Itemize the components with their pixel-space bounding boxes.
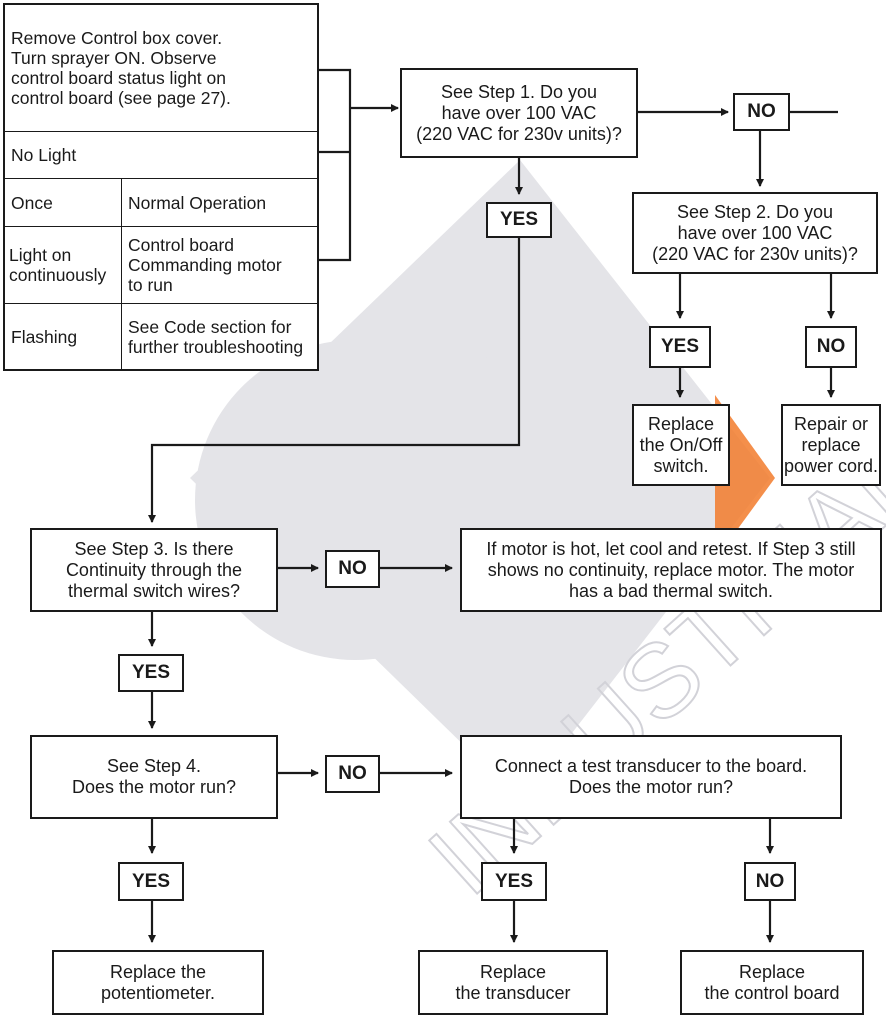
repair-cord-box: Repair or replace power cord. — [781, 404, 881, 486]
transducer-yes-label: YES — [481, 862, 547, 901]
step3-box: See Step 3. Is there Continuity through … — [30, 528, 278, 612]
status-row-continuous-meaning: Control board Commanding motor to run — [128, 235, 282, 295]
step2-box: See Step 2. Do you have over 100 VAC (22… — [632, 192, 878, 274]
status-table-intro: Remove Control box cover. Turn sprayer O… — [11, 28, 231, 108]
status-row-once-meaning: Normal Operation — [128, 192, 267, 213]
step4-box: See Step 4. Does the motor run? — [30, 735, 278, 819]
step4-no-label: NO — [325, 755, 380, 793]
step2-no-label: NO — [805, 326, 857, 368]
step1-no-label: NO — [733, 93, 790, 131]
step4-yes-label: YES — [118, 862, 184, 901]
replace-transducer-box: Replace the transducer — [418, 950, 608, 1015]
step2-yes-label: YES — [649, 326, 711, 368]
test-transducer-box: Connect a test transducer to the board. … — [460, 735, 842, 819]
transducer-no-label: NO — [744, 862, 796, 901]
motor-hot-box: If motor is hot, let cool and retest. If… — [460, 528, 882, 612]
status-row-continuous-light: Light on continuously — [9, 245, 107, 285]
status-light-table: Remove Control box cover. Turn sprayer O… — [3, 3, 319, 371]
replace-board-box: Replace the control board — [680, 950, 864, 1015]
step3-no-label: NO — [325, 550, 380, 588]
replace-switch-box: Replace the On/Off switch. — [632, 404, 730, 486]
step3-yes-label: YES — [118, 654, 184, 692]
watermark-orange-arrow — [715, 395, 775, 560]
replace-pot-box: Replace the potentiometer. — [52, 950, 264, 1015]
step1-yes-label: YES — [486, 202, 552, 238]
step1-box: See Step 1. Do you have over 100 VAC (22… — [400, 68, 638, 158]
status-row-once-light: Once — [11, 192, 53, 213]
status-row-flashing-light: Flashing — [11, 326, 78, 347]
status-row-no-light: No Light — [11, 145, 77, 165]
status-row-flashing-meaning: See Code section for further troubleshoo… — [128, 316, 304, 357]
